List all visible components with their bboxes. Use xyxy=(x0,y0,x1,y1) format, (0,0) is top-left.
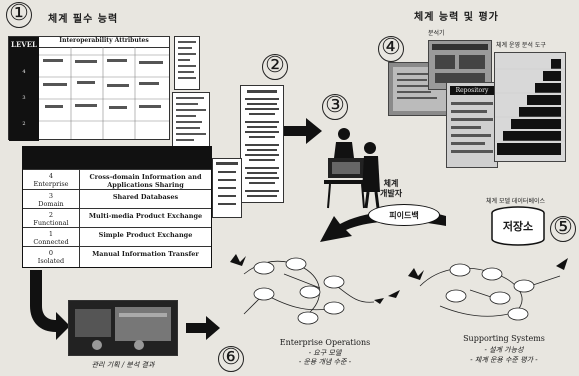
feedback-oval: 피이드백 xyxy=(368,204,440,226)
screen-right-label: 체계 운영 분석 도구 xyxy=(496,42,546,49)
level-matrix-side-header: LEVEL xyxy=(11,40,37,49)
screen-right-staircase xyxy=(495,59,565,155)
step-number-3: ③ xyxy=(322,94,348,120)
level-label: 2 Functional xyxy=(23,209,80,227)
section4-title: 체계 능력 및 평가 xyxy=(414,12,499,23)
screen-top-label: 분석기 xyxy=(428,30,445,37)
architect-label: 체계 개발자 xyxy=(380,178,403,198)
attribute-list-lines xyxy=(245,90,279,197)
level-matrix-side: LEVEL 4 3 2 xyxy=(9,37,39,141)
level-row: 2 Functional Multi-media Product Exchang… xyxy=(23,208,211,227)
step-number-4: ④ xyxy=(378,36,404,62)
level-description: Multi-media Product Exchange xyxy=(88,212,203,220)
level-label: 4 Enterprise xyxy=(23,170,80,189)
attribute-list xyxy=(240,85,284,203)
arrow-to-architect-icon xyxy=(284,118,322,144)
level-description: Shared Databases xyxy=(112,193,179,201)
side-level-4: 4 xyxy=(22,69,26,75)
screen-top-content xyxy=(432,44,488,83)
curved-arrow-down-icon xyxy=(30,270,70,340)
management-photo xyxy=(68,300,178,356)
screen-center-title: Repository xyxy=(450,86,494,95)
side-level-2: 2 xyxy=(22,121,26,127)
enterprise-network-diagram xyxy=(230,254,400,325)
side-box-a xyxy=(174,36,200,90)
level-label: 1 Connected xyxy=(23,228,80,246)
levels-table-header-bar xyxy=(23,147,211,169)
enterprise-title: Enterprise Operations xyxy=(279,338,371,347)
enterprise-sub2: - 운용 개념 수준 - xyxy=(298,358,352,366)
level-row: 1 Connected Simple Product Exchange xyxy=(23,227,211,246)
section1-title: 체계 필수 능력 xyxy=(48,14,119,25)
side-level-3: 3 xyxy=(22,95,26,101)
support-sub2: - 체계 운용 수준 평가 - xyxy=(470,356,538,364)
screen-right xyxy=(494,52,566,162)
attribute-sub-list xyxy=(212,158,242,218)
level-row: 0 Isolated Manual Information Transfer xyxy=(23,246,211,267)
side-box-b xyxy=(172,92,210,152)
level-matrix: LEVEL 4 3 2 Interoperability Attributes xyxy=(8,36,170,141)
database-cylinder-icon xyxy=(491,206,545,246)
step-number-1: ① xyxy=(6,2,32,28)
side-box-b-lines xyxy=(176,97,206,141)
matrix-header: Interoperability Attributes xyxy=(39,37,169,48)
level-description: Cross-domain Information and Application… xyxy=(89,173,202,189)
supporting-network-diagram xyxy=(408,258,568,321)
level-description: Simple Product Exchange xyxy=(98,231,193,239)
screen-center: Repository xyxy=(446,82,498,168)
level-label: 0 Isolated xyxy=(23,247,80,267)
side-box-a-lines xyxy=(178,41,196,79)
screen-center-rows xyxy=(451,102,493,153)
level-description: Manual Information Transfer xyxy=(92,250,199,258)
repository-caption: 체계 모델 데이터베이스 xyxy=(486,198,546,205)
matrix-grid xyxy=(39,47,169,139)
level-row: 3 Domain Shared Databases xyxy=(23,189,211,208)
enterprise-sub1: - 요구 모델 xyxy=(308,349,342,357)
level-row: 4 Enterprise Cross-domain Information an… xyxy=(23,169,211,189)
screen-top xyxy=(428,40,492,90)
support-sub1: - 설계 가능성 xyxy=(484,346,524,354)
repository-label: 저장소 xyxy=(502,220,534,233)
step-number-5: ⑤ xyxy=(550,216,576,242)
interoperability-levels-table: 4 Enterprise Cross-domain Information an… xyxy=(22,146,212,268)
attribute-sub-list-lines xyxy=(216,162,238,205)
management-caption: 관리 기획 / 분석 결과 xyxy=(91,361,155,369)
architect-figures-icon xyxy=(324,128,380,209)
management-photo-content xyxy=(75,307,171,350)
support-title: Supporting Systems xyxy=(463,334,545,343)
arrow-to-operations-icon xyxy=(186,316,220,340)
level-label: 3 Domain xyxy=(23,190,80,208)
step-number-6: ⑥ xyxy=(218,346,244,372)
step-number-2: ② xyxy=(262,54,288,80)
